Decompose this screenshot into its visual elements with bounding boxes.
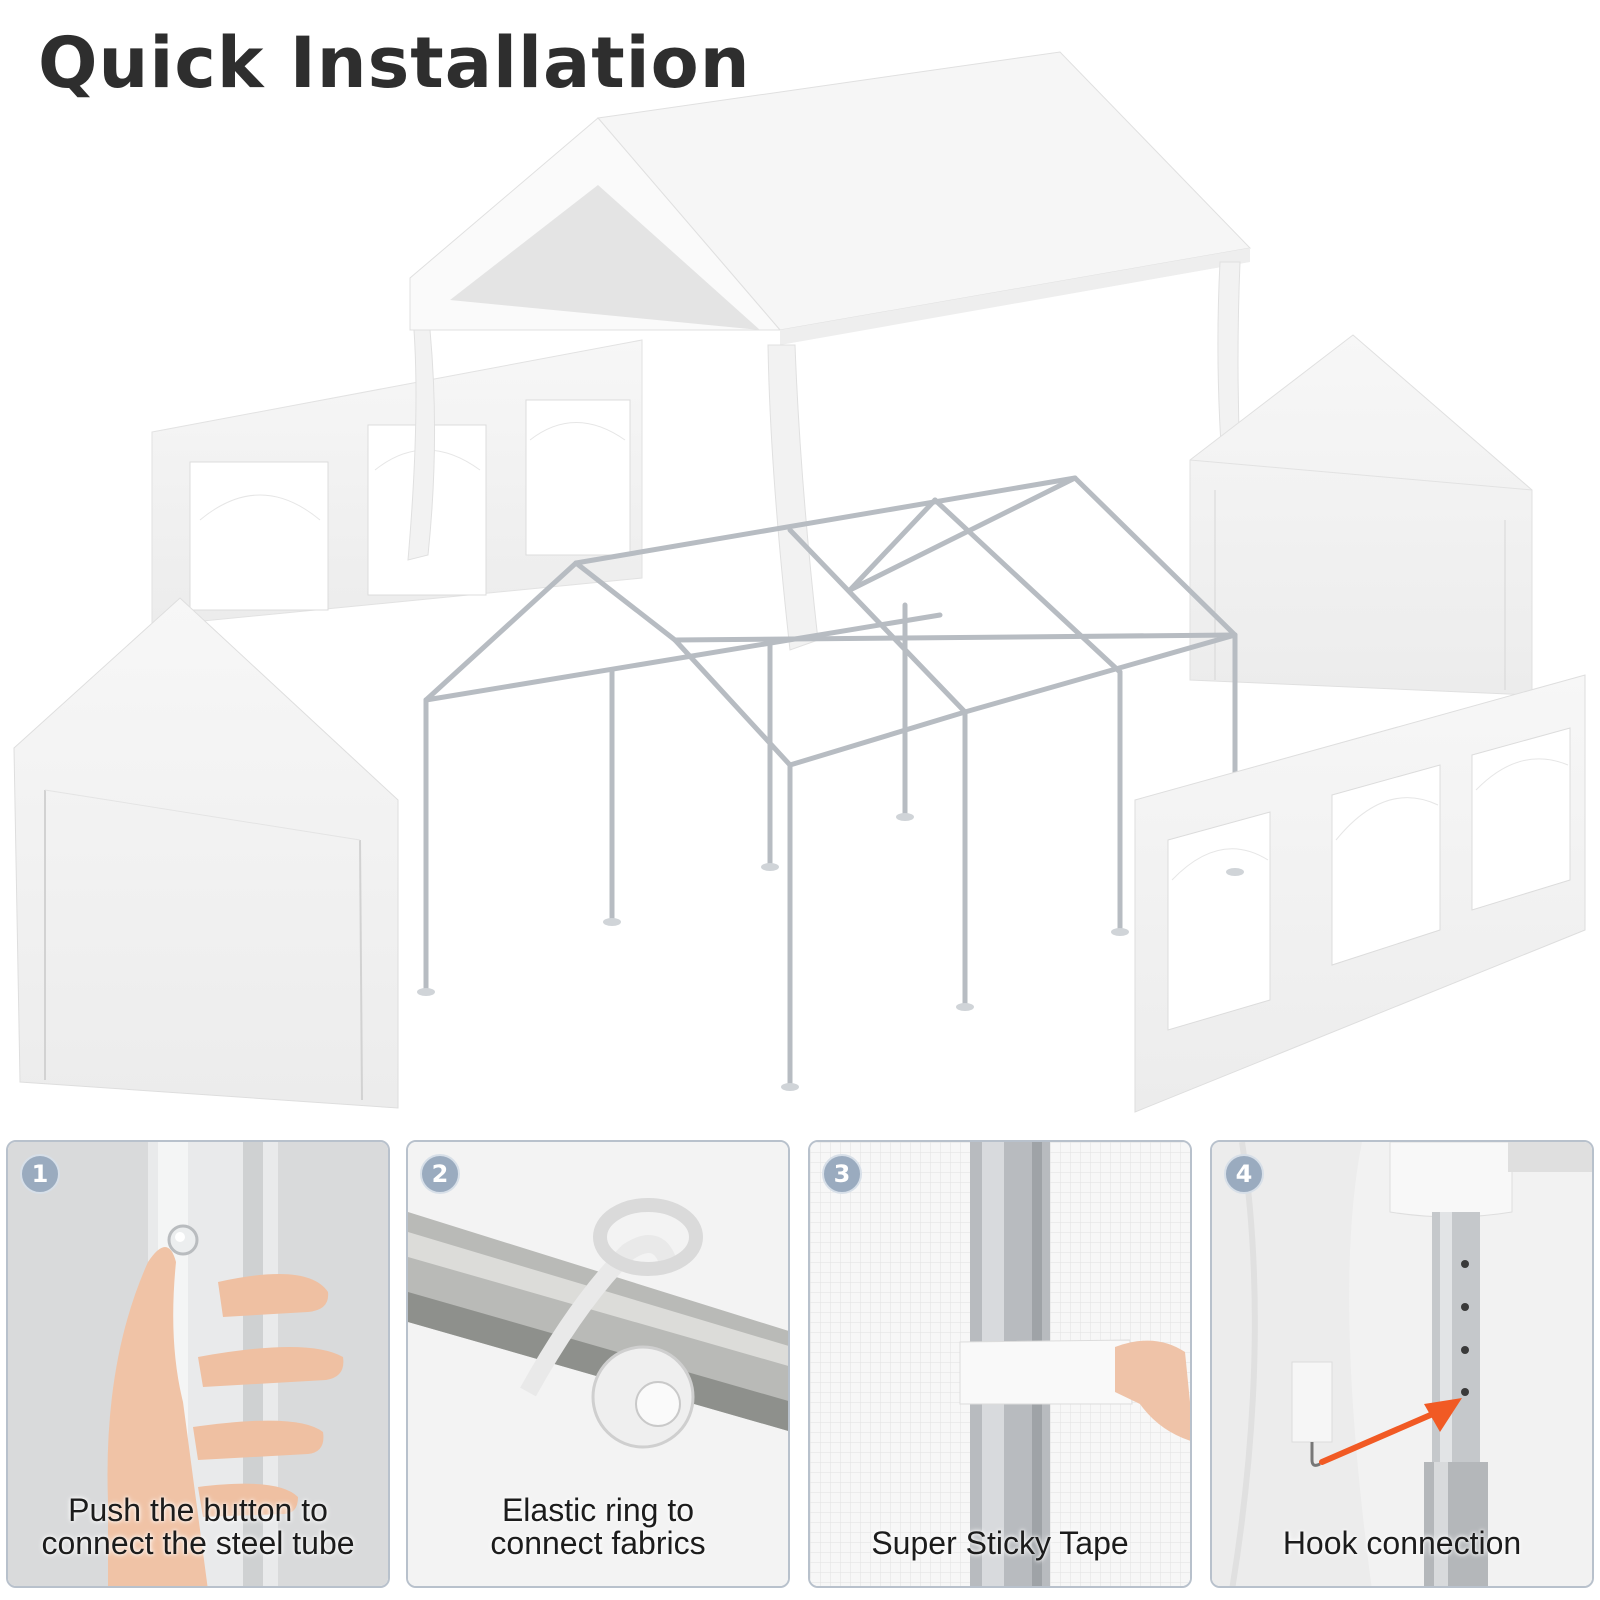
- elastic-ring-photo: [408, 1142, 788, 1586]
- step-caption: Hook connection: [1282, 1525, 1522, 1561]
- step-number-badge: 4: [1224, 1154, 1264, 1194]
- frame-feet: [417, 813, 1244, 1091]
- end-wall-front-left: [13, 597, 399, 1109]
- roof-canopy: [407, 51, 1252, 651]
- tent-exploded-illustration: [13, 51, 1586, 1113]
- step-panel-4: 4 Hook connection: [1210, 1140, 1594, 1588]
- hook-connection-photo: [1212, 1142, 1592, 1586]
- page-title: Quick Installation: [38, 22, 751, 104]
- sticky-tape-photo: [810, 1142, 1190, 1586]
- step-number-badge: 2: [420, 1154, 460, 1194]
- step-number-badge: 3: [822, 1154, 862, 1194]
- pointer-arrow-icon: [1319, 1407, 1445, 1465]
- side-wall-front-right: [1134, 674, 1586, 1113]
- steel-frame: [423, 475, 1238, 1088]
- hand-pushing-button-photo: [8, 1142, 388, 1586]
- step-panel-2: 2 Elastic ring to connect fabrics: [406, 1140, 790, 1588]
- end-wall-back-right: [1189, 334, 1533, 696]
- step-caption: Push the button to connect the steel tub…: [41, 1492, 355, 1561]
- step-number-badge: 1: [20, 1154, 60, 1194]
- step-caption: Super Sticky Tape: [871, 1525, 1129, 1561]
- side-wall-back-left: [151, 339, 643, 627]
- step-panel-3: 3 Super Sticky Tape: [808, 1140, 1192, 1588]
- step-caption: Elastic ring to connect fabrics: [490, 1492, 706, 1561]
- step-panel-1: 1 Push the button to connect the steel t…: [6, 1140, 390, 1588]
